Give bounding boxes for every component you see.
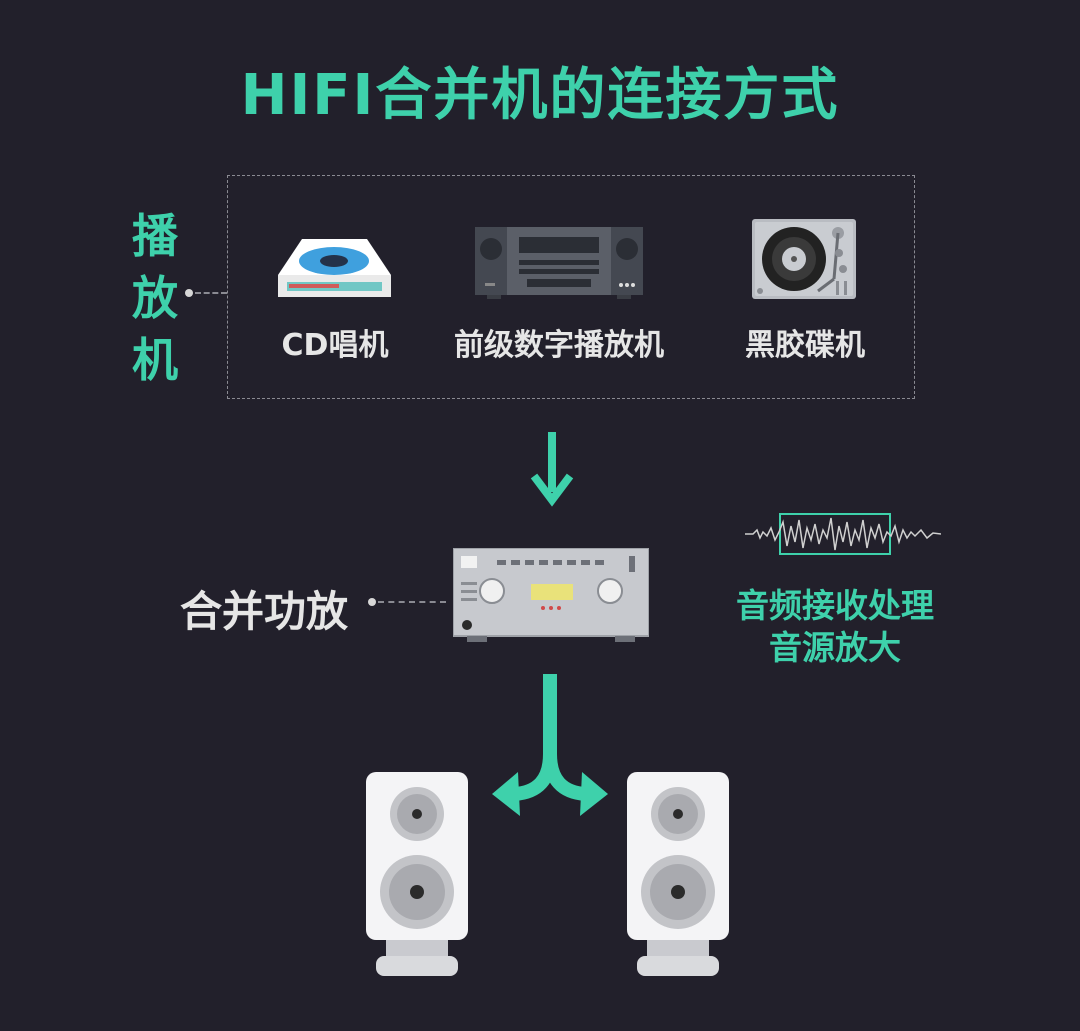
device-label-cd: CD唱机 (281, 328, 389, 363)
device-label-digital-player: 前级数字播放机 (454, 328, 664, 363)
split-arrow-icon (490, 674, 610, 816)
speaker-icon (366, 772, 468, 978)
connector-dot (185, 289, 193, 297)
speaker-icon (627, 772, 729, 978)
device-label-turntable: 黑胶碟机 (745, 328, 865, 363)
arrow-down-icon (530, 432, 574, 512)
player-group-box (227, 175, 915, 399)
cd-player-icon (277, 237, 392, 299)
waveform-icon (745, 512, 941, 560)
connector-dot (368, 598, 376, 606)
player-group-label: 播放机 (132, 209, 178, 387)
processing-label: 音频接收处理 音源放大 (710, 585, 960, 669)
digital-player-icon (475, 227, 643, 299)
processing-line-2: 音源放大 (769, 628, 901, 667)
page-title: HIFI合并机的连接方式 (240, 63, 840, 128)
connector-line (378, 601, 446, 603)
turntable-icon (752, 219, 856, 299)
amplifier-label: 合并功放 (180, 587, 349, 636)
connector-line (195, 292, 227, 294)
processing-line-1: 音频接收处理 (736, 586, 934, 625)
integrated-amplifier-icon (453, 548, 649, 644)
